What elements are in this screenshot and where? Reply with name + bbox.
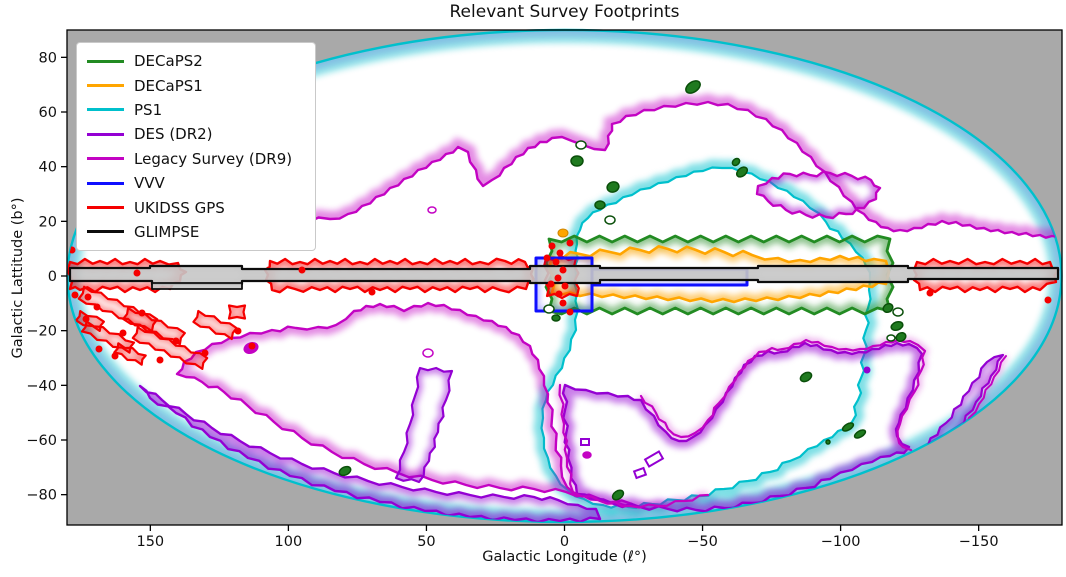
glimpse-band (68, 264, 1060, 286)
legend-item-glimpse: GLIMPSE (87, 220, 305, 244)
ukidss-dots (68, 239, 1052, 364)
ukidss-sw-stripes (131, 326, 209, 370)
legend-line-swatch (87, 230, 124, 234)
legend-label: DES (DR2) (134, 125, 213, 144)
legend-line-swatch (87, 84, 124, 88)
glimpse-strip2 (151, 282, 243, 290)
legend-line-swatch (87, 206, 124, 210)
ukidss-sw-stripes (227, 304, 247, 320)
y-tick-label: −80 (26, 488, 57, 504)
x-tick-label: 100 (275, 534, 303, 550)
x-tick-label: −150 (959, 534, 999, 550)
ukidss-sw-stripes (192, 309, 238, 341)
des-sw-crescent (138, 384, 602, 522)
legend-label: Legacy Survey (DR9) (134, 149, 293, 168)
y-tick-label: 40 (39, 160, 57, 176)
legend-line-swatch (87, 157, 124, 161)
legend-item-legacy-survey-dr9-: Legacy Survey (DR9) (87, 147, 305, 171)
y-tick-label: 0 (48, 269, 57, 285)
legend-item-ps1: PS1 (87, 98, 305, 122)
legend-item-decaps1: DECaPS1 (87, 73, 305, 97)
legend-label: GLIMPSE (134, 222, 200, 241)
legend-item-vvv: VVV (87, 171, 305, 195)
legend-label: VVV (134, 174, 165, 193)
legend-item-decaps2: DECaPS2 (87, 49, 305, 73)
legacy-ne-patch (755, 170, 882, 220)
x-tick-label: −50 (687, 534, 718, 550)
y-tick-label: −20 (26, 324, 57, 340)
y-tick-label: 80 (39, 50, 57, 66)
legend-label: DECaPS2 (134, 52, 203, 71)
legend-label: PS1 (134, 100, 163, 119)
legacy-se-line-west (555, 383, 710, 512)
ukidss-sw-stripes (113, 342, 147, 366)
legend-line-swatch (87, 108, 124, 112)
chart-title: Relevant Survey Footprints (449, 2, 680, 22)
ukidss-band-mid (263, 257, 536, 294)
y-tick-label: 20 (39, 214, 57, 230)
x-axis-label: Galactic Longitude (ℓ°) (482, 549, 647, 565)
legend-line-swatch (87, 59, 124, 63)
decaps1-dots (557, 228, 569, 238)
legend-item-des-dr2-: DES (DR2) (87, 122, 305, 146)
x-tick-label: 50 (417, 534, 435, 550)
y-axis-label: Galactic Lattitude (b°) (10, 197, 26, 359)
legacy-south (175, 301, 634, 507)
x-tick-label: 150 (136, 534, 164, 550)
des-small-hollow-rects (580, 438, 665, 480)
legend-label: UKIDSS GPS (134, 198, 225, 217)
vvv-bulge (534, 256, 594, 313)
legend-line-swatch (87, 132, 124, 136)
x-tick-label: 0 (560, 534, 569, 550)
legend-line-swatch (87, 181, 124, 185)
des-stripe (394, 366, 454, 484)
y-tick-label: −60 (26, 433, 57, 449)
decaps1-band (547, 245, 891, 304)
x-tick-label: −100 (821, 534, 861, 550)
legacy-se-line-top (637, 336, 930, 454)
y-tick-label: 60 (39, 105, 57, 121)
y-tick-label: −40 (26, 378, 57, 394)
ukidss-band-east (912, 257, 1060, 294)
legend-item-ukidss-gps: UKIDSS GPS (87, 195, 305, 219)
ukidss-sw-stripes (75, 310, 105, 332)
ukidss-sw-stripes (80, 320, 136, 354)
des-small-dots (863, 366, 871, 374)
legend-label: DECaPS1 (134, 76, 203, 95)
decaps2-calib-dots (338, 80, 907, 501)
legacy-north (67, 30, 1062, 239)
ukidss-sw-stripes (122, 306, 186, 346)
